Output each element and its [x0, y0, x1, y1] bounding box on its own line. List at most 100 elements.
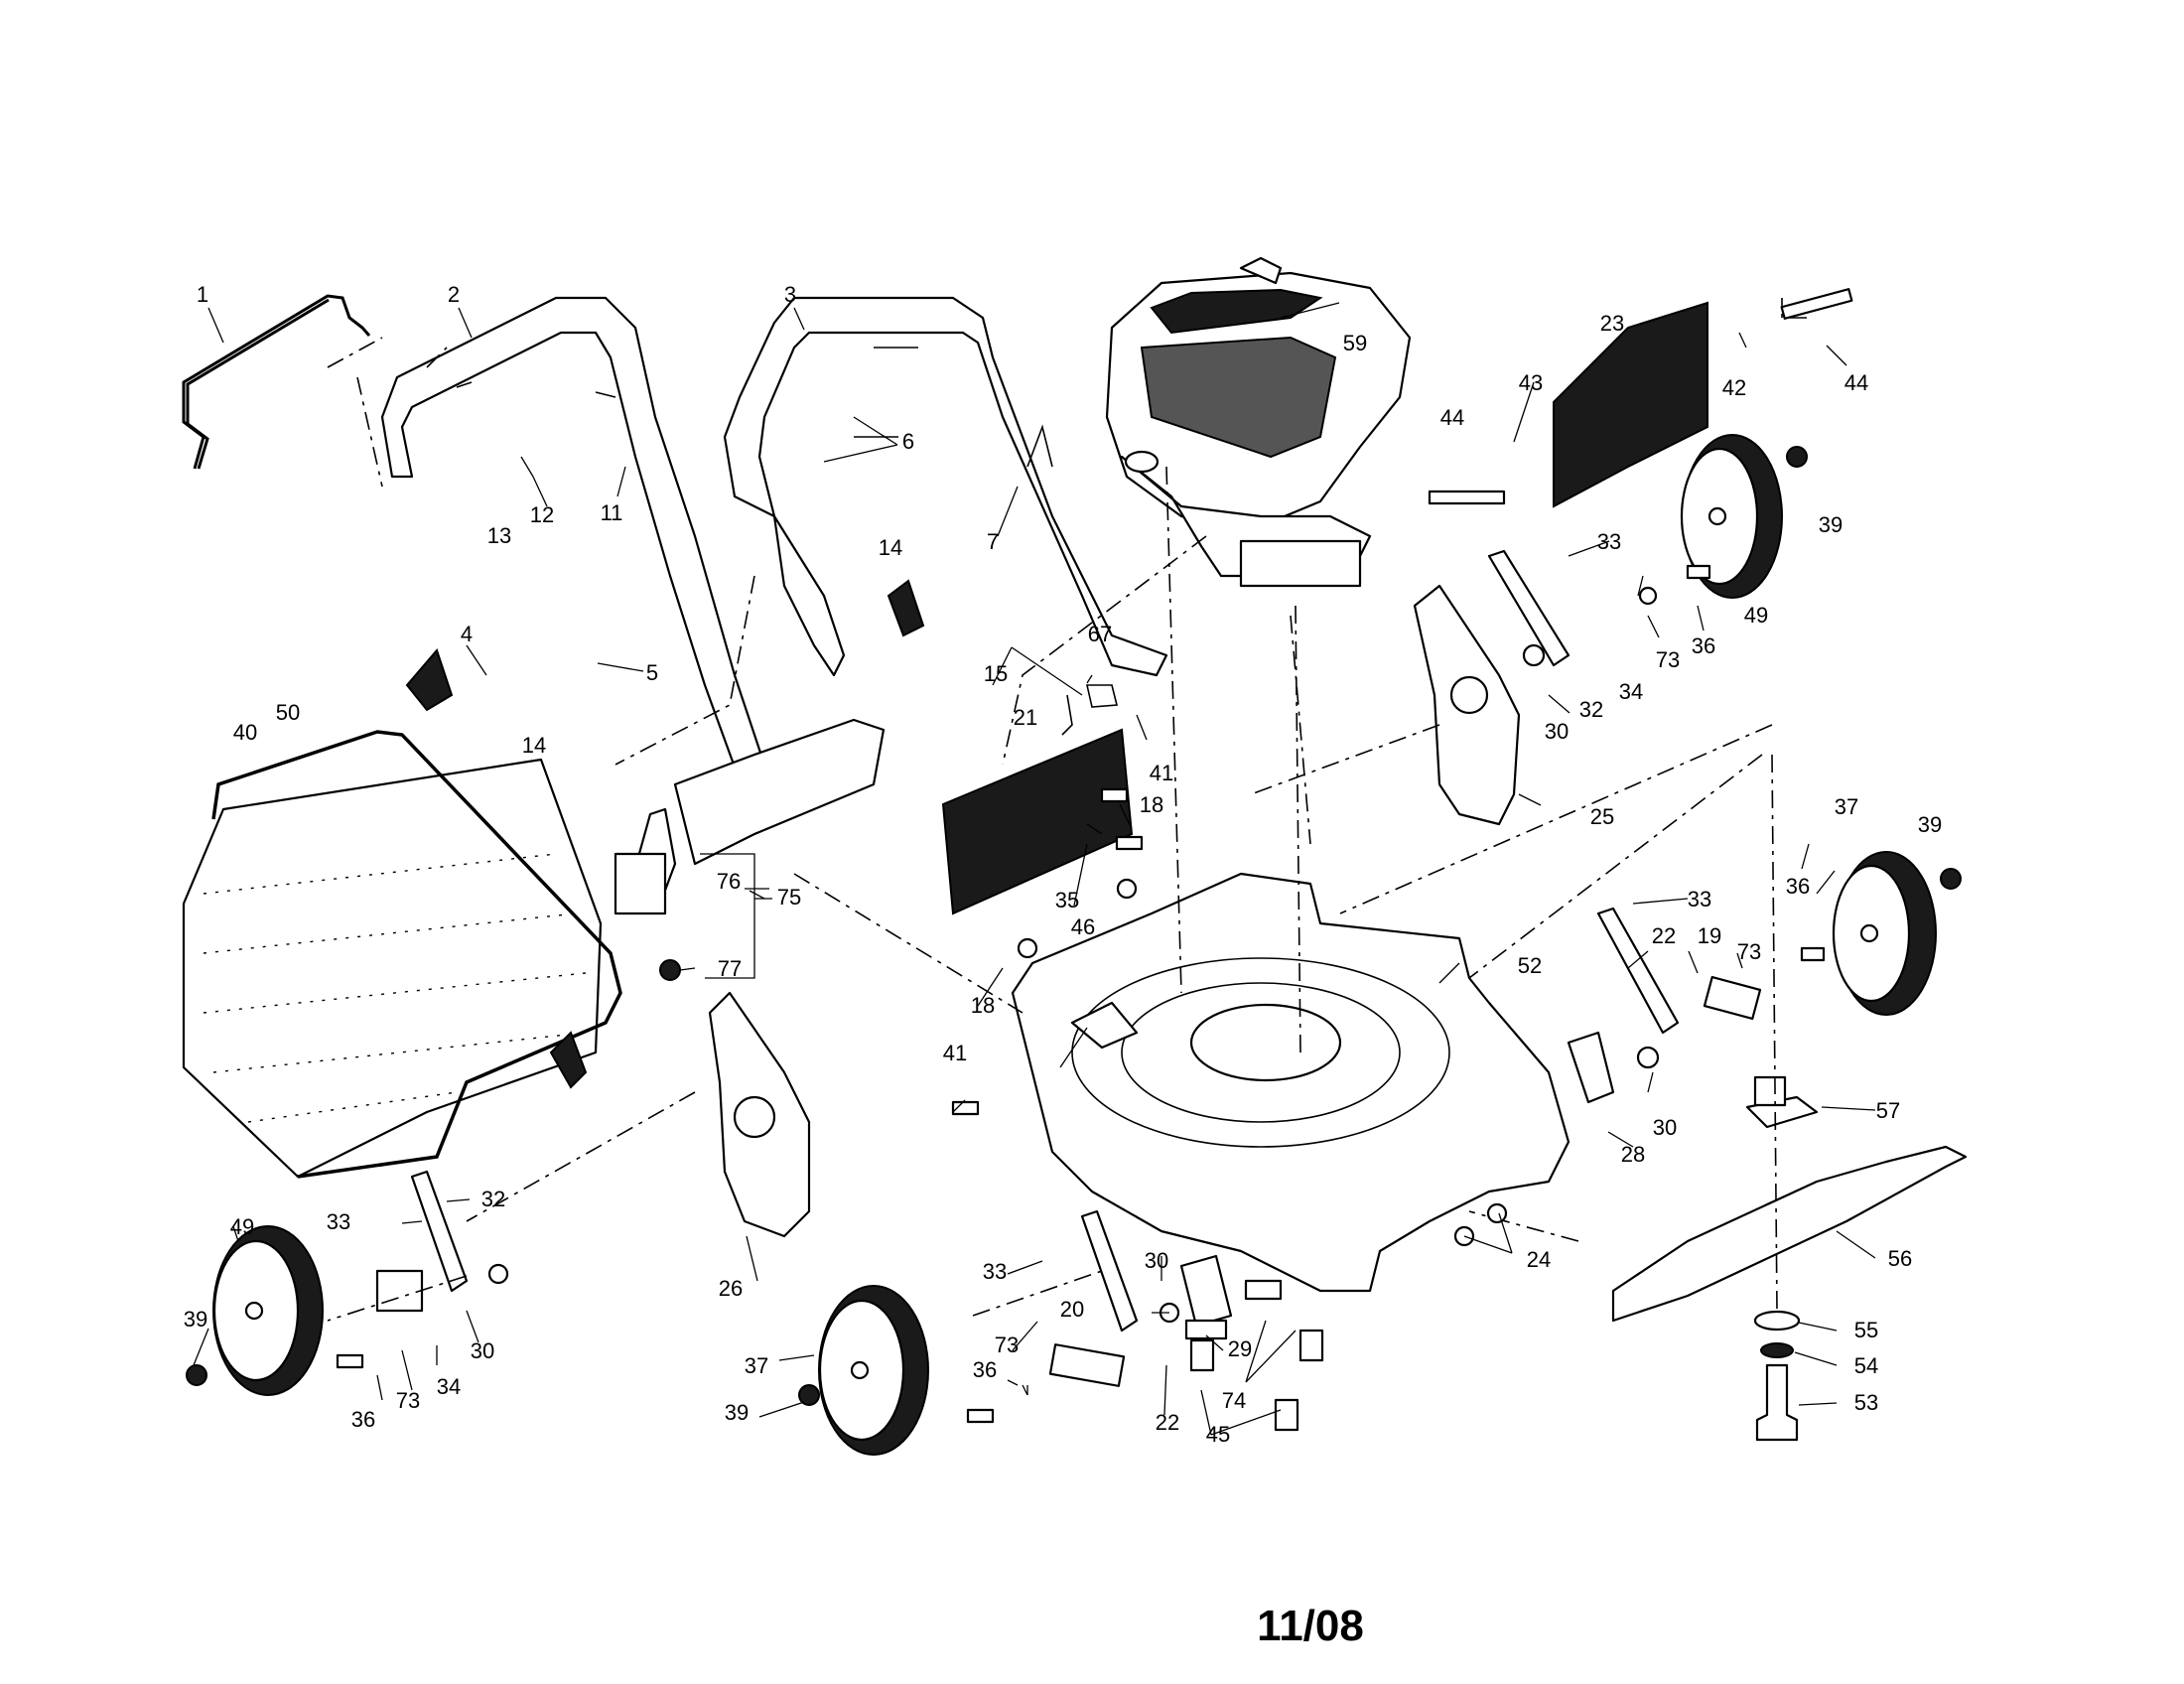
callout-18-bottom: 18 — [971, 993, 995, 1018]
callout-41-bottom: 41 — [943, 1041, 967, 1065]
callout-46: 46 — [1071, 914, 1095, 939]
callout-18-top: 18 — [1140, 792, 1163, 817]
callout-26: 26 — [719, 1276, 743, 1301]
axle-arm-center — [1080, 1209, 1139, 1333]
callout-39-right: 39 — [1918, 812, 1942, 837]
callout-52: 52 — [1518, 953, 1542, 978]
control-bail-wire — [182, 294, 371, 470]
wheel-bracket-19 — [1703, 975, 1762, 1021]
callout-39-center: 39 — [725, 1400, 749, 1425]
handle-knob-center — [887, 579, 925, 637]
chute-plate — [673, 718, 886, 866]
callout-43: 43 — [1519, 370, 1543, 395]
callout-33-center: 33 — [983, 1259, 1007, 1284]
callout-33-right: 33 — [1688, 887, 1711, 912]
callout-73-right: 73 — [1737, 939, 1761, 964]
callout-22-bottom: 22 — [1156, 1410, 1179, 1435]
upper-handle — [380, 296, 776, 811]
blade-bolt — [1755, 1363, 1799, 1442]
callout-14-left: 14 — [522, 733, 546, 758]
axle-arm-rear — [1487, 549, 1570, 667]
wheel-front-center — [818, 1285, 929, 1456]
callout-15: 15 — [984, 661, 1008, 686]
axle-arm-left — [410, 1170, 469, 1293]
callout-77: 77 — [718, 956, 742, 981]
callout-40: 40 — [233, 720, 257, 745]
parts-artwork — [182, 256, 1968, 1456]
grass-deflector — [941, 728, 1134, 915]
blade-washer — [1753, 1310, 1801, 1332]
handle-knob-4 — [405, 648, 454, 712]
revision-date: 11/08 — [1257, 1602, 1364, 1650]
callout-25: 25 — [1590, 804, 1614, 829]
wheel-front-left — [212, 1225, 324, 1396]
axle-arm-right — [1596, 907, 1680, 1035]
callout-6: 6 — [902, 429, 914, 454]
assembly-lines — [327, 298, 1807, 1322]
callout-22-right: 22 — [1652, 923, 1676, 948]
callout-54: 54 — [1854, 1353, 1878, 1378]
callout-30-center: 30 — [1145, 1248, 1168, 1273]
callout-36-left: 36 — [351, 1407, 375, 1432]
grass-bag-texture — [203, 853, 587, 1123]
hardware — [186, 288, 1962, 1432]
callout-44-right: 44 — [1844, 370, 1868, 395]
callout-1: 1 — [197, 282, 208, 307]
grass-bag — [182, 758, 603, 1179]
callout-32-left: 32 — [481, 1187, 505, 1211]
callout-36-rear: 36 — [1692, 633, 1715, 658]
callout-50: 50 — [276, 700, 300, 725]
callout-19: 19 — [1698, 923, 1721, 948]
callout-34-left: 34 — [437, 1374, 461, 1399]
callout-20: 20 — [1060, 1297, 1084, 1322]
callout-23: 23 — [1600, 311, 1624, 336]
callout-32-rear: 32 — [1579, 697, 1603, 722]
callout-75-bracket — [700, 853, 755, 979]
engine — [1105, 256, 1412, 588]
callout-76: 76 — [717, 869, 741, 894]
mower-deck — [1011, 872, 1570, 1293]
height-plate-29 — [1179, 1254, 1233, 1328]
callout-73-left: 73 — [396, 1388, 420, 1413]
callout-33-left: 33 — [327, 1209, 350, 1234]
callout-12: 12 — [530, 502, 554, 527]
callout-39-rear: 39 — [1819, 512, 1843, 537]
callout-59: 59 — [1343, 331, 1367, 355]
callout-73-center: 73 — [995, 1333, 1019, 1357]
callout-36-center: 36 — [973, 1357, 997, 1382]
callout-34-rear: 34 — [1619, 679, 1643, 704]
wheel-bracket-34 — [375, 1269, 424, 1313]
callout-2: 2 — [448, 282, 460, 307]
lower-handle — [723, 296, 1168, 677]
wheel-rear-right-top — [1680, 434, 1783, 599]
wheel-rear-right — [1832, 851, 1937, 1016]
callout-75: 75 — [777, 885, 801, 910]
grass-bag-frame — [211, 730, 622, 1179]
callout-28: 28 — [1621, 1142, 1645, 1167]
callout-42: 42 — [1722, 375, 1746, 400]
callout-36-right: 36 — [1786, 874, 1810, 899]
callout-73-rear: 73 — [1656, 647, 1680, 672]
mower-blade — [1611, 1145, 1968, 1323]
callout-44-left: 44 — [1440, 405, 1464, 430]
callout-13: 13 — [487, 523, 511, 548]
callout-3: 3 — [784, 282, 796, 307]
lock-washer — [1760, 1342, 1794, 1358]
callout-49-left: 49 — [230, 1214, 254, 1239]
callout-74: 74 — [1222, 1388, 1246, 1413]
callout-4: 4 — [461, 622, 473, 646]
callout-39-left: 39 — [184, 1307, 207, 1332]
callout-53: 53 — [1854, 1390, 1878, 1415]
callout-11: 11 — [601, 500, 623, 525]
callout-30-rear: 30 — [1545, 719, 1569, 744]
callout-35: 35 — [1055, 888, 1079, 912]
callout-29: 29 — [1228, 1336, 1252, 1361]
handle-knob-left — [549, 1031, 588, 1089]
callout-33-rear: 33 — [1597, 529, 1621, 554]
callout-5: 5 — [646, 660, 658, 685]
callout-24: 24 — [1527, 1247, 1551, 1272]
callout-labels: 1 2 3 4 5 6 7 11 12 13 14 14 15 18 18 19… — [184, 282, 1942, 1650]
callout-7: 7 — [987, 529, 999, 554]
rear-flap — [1553, 301, 1708, 508]
